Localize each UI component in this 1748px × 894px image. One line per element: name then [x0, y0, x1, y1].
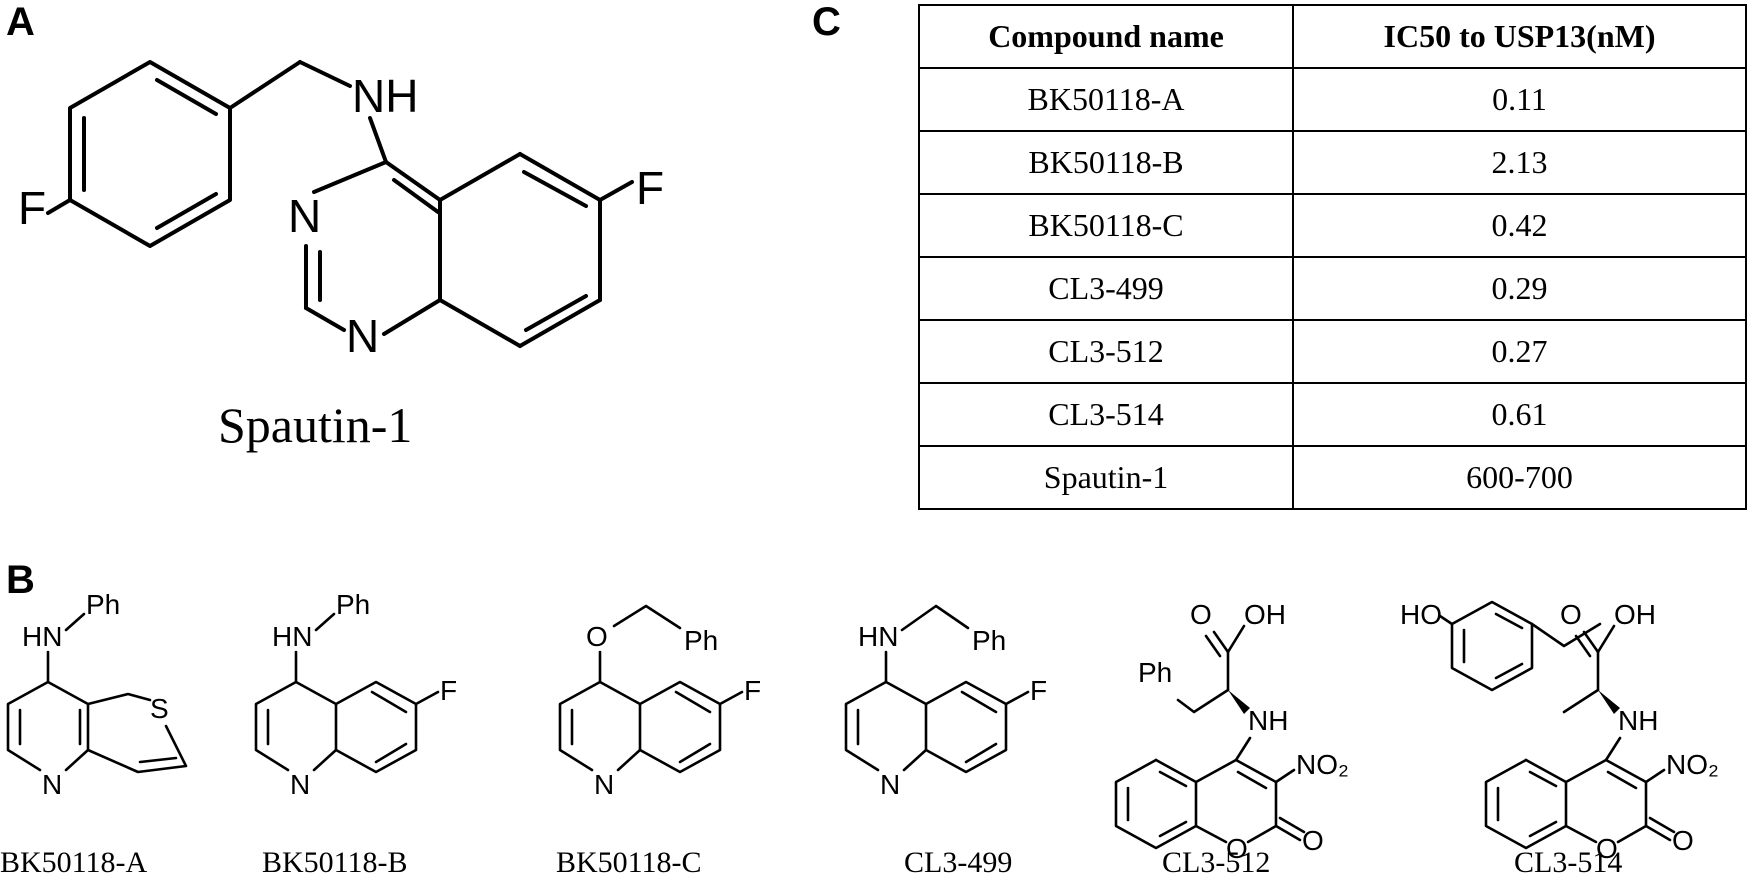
atom-nh: NH: [352, 70, 418, 122]
atom-nh: NH: [1248, 705, 1288, 736]
atom-f: F: [636, 162, 664, 214]
atom-o: O: [586, 621, 608, 652]
atom-o: O: [1190, 599, 1212, 630]
table-cell-ic50: 2.13: [1292, 130, 1747, 195]
table-row: BK50118-C 0.42: [918, 193, 1747, 258]
table-row: BK50118-A 0.11: [918, 67, 1747, 132]
column-header-compound: Compound name: [918, 4, 1294, 69]
benzene-ring: [68, 60, 232, 248]
bk50118-a-structure: HN Ph N S: [6, 589, 188, 800]
table-cell-ic50: 0.27: [1292, 319, 1747, 384]
atom-o: O: [1226, 833, 1248, 864]
atom-oh: OH: [1614, 599, 1656, 630]
table-cell-compound: CL3-514: [918, 382, 1294, 447]
ic50-table: Compound name IC50 to USP13(nM) BK50118-…: [918, 4, 1747, 510]
table-cell-ic50: 600-700: [1292, 445, 1747, 510]
table-cell-ic50: 0.61: [1292, 382, 1747, 447]
atom-s: S: [150, 693, 169, 724]
atom-ph: Ph: [972, 625, 1006, 656]
table-row: Spautin-1 600-700: [918, 445, 1747, 510]
atom-f: F: [440, 675, 457, 706]
atom-oh: OH: [1244, 599, 1286, 630]
atom-o: O: [1596, 833, 1618, 864]
table-header-row: Compound name IC50 to USP13(nM): [918, 4, 1747, 69]
atom-ph: Ph: [336, 589, 370, 620]
atom-ph: Ph: [1138, 657, 1172, 688]
table-row: CL3-499 0.29: [918, 256, 1747, 321]
atom-n: N: [594, 769, 614, 800]
table-row: CL3-514 0.61: [918, 382, 1747, 447]
atom-n: N: [290, 769, 310, 800]
spautin-1-structure: F NH N N F: [18, 60, 664, 362]
compound-caption-bk50118-b: BK50118-B: [262, 846, 408, 879]
panel-label-a: A: [6, 0, 35, 44]
atom-hn: HN: [22, 621, 62, 652]
compound-caption-bk50118-a: BK50118-A: [0, 846, 148, 879]
atom-f: F: [1030, 675, 1047, 706]
spautin-1-caption: Spautin-1: [218, 397, 413, 453]
table-row: BK50118-B 2.13: [918, 130, 1747, 195]
compound-caption-cl3-499: CL3-499: [904, 846, 1013, 879]
cl3-512-structure: O OH Ph NH O O NO₂: [1114, 599, 1349, 864]
cl3-499-structure: HN Ph N F: [844, 604, 1047, 800]
panel-label-b: B: [6, 558, 35, 602]
table-cell-compound: BK50118-A: [918, 67, 1294, 132]
atom-o: O: [1672, 825, 1694, 856]
atom-no2: NO₂: [1296, 749, 1349, 780]
atom-n: N: [346, 310, 379, 362]
table-cell-ic50: 0.42: [1292, 193, 1747, 258]
atom-f: F: [744, 675, 761, 706]
atom-no2: NO₂: [1666, 749, 1719, 780]
atom-nh: NH: [1618, 705, 1658, 736]
table-cell-compound: BK50118-C: [918, 193, 1294, 258]
column-header-ic50: IC50 to USP13(nM): [1292, 4, 1747, 69]
compound-caption-cl3-514: CL3-514: [1514, 846, 1623, 879]
compound-caption-bk50118-c: BK50118-C: [556, 846, 702, 879]
table-cell-compound: CL3-512: [918, 319, 1294, 384]
cl3-514-structure: HO O OH NH O O NO₂: [1400, 599, 1719, 864]
atom-n: N: [880, 769, 900, 800]
atom-ho: HO: [1400, 599, 1442, 630]
bk50118-c-structure: O Ph N F: [558, 604, 761, 800]
table-cell-compound: CL3-499: [918, 256, 1294, 321]
table-row: CL3-512 0.27: [918, 319, 1747, 384]
atom-o: O: [1560, 599, 1582, 630]
table-cell-ic50: 0.29: [1292, 256, 1747, 321]
atom-o: O: [1302, 825, 1324, 856]
table-cell-ic50: 0.11: [1292, 67, 1747, 132]
atom-hn: HN: [858, 621, 898, 652]
table-cell-compound: BK50118-B: [918, 130, 1294, 195]
bk50118-b-structure: HN Ph N F: [254, 589, 457, 800]
atom-ph: Ph: [684, 625, 718, 656]
atom-n: N: [42, 769, 62, 800]
table-cell-compound: Spautin-1: [918, 445, 1294, 510]
atom-ph: Ph: [86, 589, 120, 620]
atom-hn: HN: [272, 621, 312, 652]
compound-caption-cl3-512: CL3-512: [1162, 846, 1271, 879]
atom-n: N: [288, 190, 321, 242]
atom-f: F: [18, 182, 46, 234]
panel-label-c: C: [812, 0, 841, 44]
